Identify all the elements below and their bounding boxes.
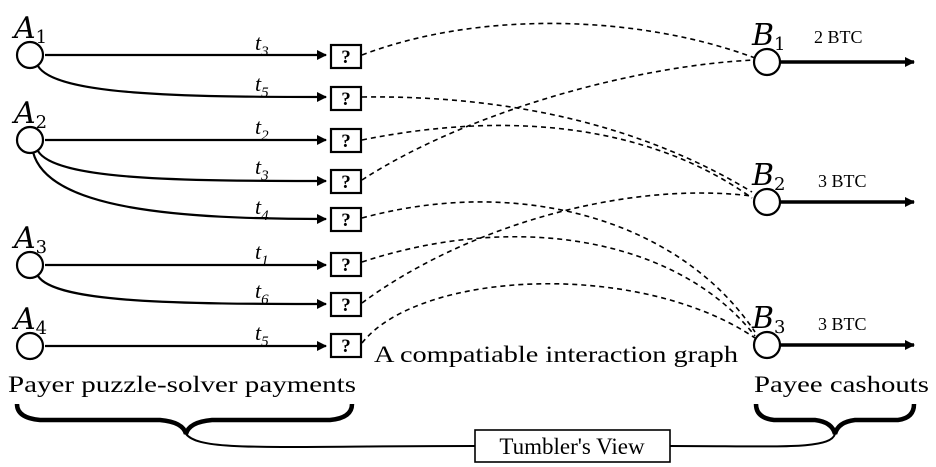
- puzzle-symbol: ?: [341, 172, 351, 193]
- transaction-label: t3: [255, 30, 269, 60]
- payee-node-b3: [752, 330, 782, 360]
- payee-label-b2: B2: [751, 158, 786, 195]
- payer-node-a3: [15, 250, 45, 280]
- interaction-graph-label: A compatiable interaction graph: [374, 342, 739, 367]
- payee-node-b1: [752, 47, 782, 77]
- payer-node-a1: [15, 40, 45, 70]
- puzzle-box: ?: [329, 168, 363, 195]
- transaction-label: t5: [255, 320, 269, 350]
- puzzle-box: ?: [329, 332, 363, 359]
- puzzle-symbol: ?: [341, 210, 351, 231]
- puzzle-symbol: ?: [341, 336, 351, 357]
- payee-amounts: 2 BTC 3 BTC 3 BTC: [814, 27, 867, 334]
- tumbler-connector-left: [185, 433, 476, 448]
- puzzle-boxes: ? ? ? ? ? ? ? ?: [329, 43, 363, 359]
- puzzle-box: ?: [329, 43, 363, 70]
- interaction-link-t5-b2: [361, 96, 753, 193]
- payer-label-a2: A2: [11, 96, 47, 133]
- transaction-labels: t3 t5 t2 t3 t4 t1 t6 t5: [255, 30, 269, 350]
- transaction-label: t4: [255, 194, 269, 224]
- payer-group-label: Payer puzzle-solver payments: [8, 372, 356, 397]
- interaction-link-t6-b2: [361, 192, 753, 304]
- puzzle-box: ?: [329, 291, 363, 318]
- transaction-label: t6: [255, 278, 269, 308]
- tumbler-connector-right: [669, 433, 836, 448]
- tumbler-view-label: Tumbler's View: [499, 434, 645, 459]
- puzzle-box: ?: [329, 85, 363, 112]
- transaction-label: t2: [255, 114, 269, 144]
- payer-label-a4: A4: [11, 302, 47, 339]
- payee-labels: B1 B2 B3: [751, 18, 786, 338]
- payer-node-a4: [15, 331, 45, 361]
- puzzle-symbol: ?: [341, 255, 351, 276]
- payer-label-a3: A3: [11, 221, 47, 258]
- payee-amount-b1: 2 BTC: [814, 27, 863, 47]
- puzzle-box: ?: [329, 127, 363, 154]
- puzzle-box: ?: [329, 206, 363, 233]
- payer-brace: [14, 403, 355, 435]
- payer-label-a1: A1: [11, 11, 47, 48]
- payee-amount-b3: 3 BTC: [818, 314, 867, 334]
- transaction-label: t3: [255, 154, 269, 184]
- payment-line-a1-t5: [37, 65, 327, 102]
- interaction-link-t5-b3: [361, 283, 756, 344]
- payee-node-b2: [752, 187, 782, 217]
- transaction-label: t5: [255, 71, 269, 101]
- payee-label-b3: B3: [751, 301, 786, 338]
- interaction-link-t3-b1b: [361, 59, 756, 181]
- payment-line-a2-t3: [37, 150, 327, 186]
- puzzle-symbol: ?: [341, 89, 351, 110]
- payee-amount-b2: 3 BTC: [818, 171, 867, 191]
- cashout-arrows: [780, 57, 915, 350]
- puzzle-symbol: ?: [341, 295, 351, 316]
- interaction-link-t2-b2: [361, 124, 753, 199]
- puzzle-symbol: ?: [341, 47, 351, 68]
- payer-nodes: [15, 40, 45, 361]
- payment-line-a2-t4: [31, 151, 327, 224]
- interaction-link-t1-b3: [361, 235, 756, 337]
- payee-brace: [753, 403, 917, 435]
- interaction-link-t4-b3: [361, 201, 756, 333]
- interaction-links: [361, 22, 756, 344]
- interaction-link-t3-b1: [361, 22, 756, 59]
- payment-line-a3-t6: [37, 275, 327, 309]
- payee-group-label: Payee cashouts: [754, 372, 929, 397]
- payer-labels: A1 A2 A3 A4: [11, 11, 47, 339]
- puzzle-symbol: ?: [341, 131, 351, 152]
- payee-nodes: [752, 47, 782, 360]
- puzzle-box: ?: [329, 251, 363, 278]
- payment-links: [31, 50, 327, 351]
- payee-label-b1: B1: [751, 18, 786, 55]
- transaction-label: t1: [255, 239, 269, 269]
- tumbler-view-box: [474, 429, 671, 463]
- interaction-label-bg: [370, 338, 742, 368]
- payer-node-a2: [15, 125, 45, 155]
